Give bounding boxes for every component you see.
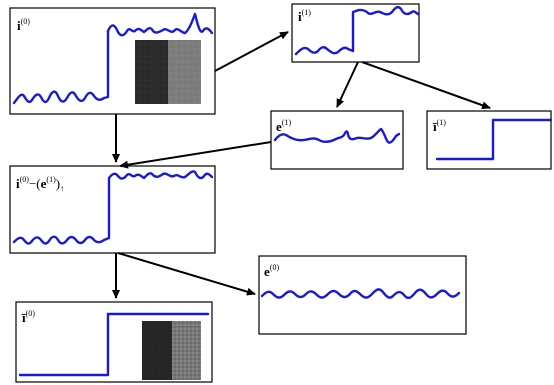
label-e1: e(1) <box>276 118 292 134</box>
label-diff-close: ) <box>55 176 61 191</box>
signal-i1 <box>294 5 420 56</box>
box-e1 <box>270 110 404 170</box>
arrow-i1-to-it1 <box>361 61 491 110</box>
arrow-i1-to-e1 <box>336 61 359 108</box>
label-it0-symbol: ī <box>22 310 26 325</box>
label-diff-symbol-b: e <box>40 176 47 191</box>
label-i0-symbol: i <box>17 18 21 33</box>
arrow-i0-to-i1 <box>214 31 289 72</box>
signal-it0 <box>18 312 210 377</box>
label-diff-sup-a: (0) <box>19 175 29 184</box>
image-patch-top-light <box>168 40 201 104</box>
image-patch-top-dark <box>135 40 168 104</box>
label-i1-symbol: i <box>298 9 302 24</box>
label-it1-sup: (1) <box>436 118 446 127</box>
label-i0-sup: (0) <box>20 17 30 26</box>
label-e1-sup: (1) <box>281 118 292 127</box>
label-diff-sub: ↑ <box>60 184 65 193</box>
signal-e1 <box>273 127 401 144</box>
label-it0: ī(0) <box>22 309 35 325</box>
signal-e0 <box>260 288 461 300</box>
label-diff-operator: −( <box>28 176 41 191</box>
signal-i0 <box>12 12 214 105</box>
box-diff <box>9 165 216 254</box>
label-it1: ī(1) <box>433 118 446 134</box>
box-i1 <box>291 3 420 63</box>
label-diff-sup-b: (1) <box>46 175 56 184</box>
label-it0-sup: (0) <box>25 309 35 318</box>
arrow-diff-to-e0 <box>117 252 256 296</box>
label-diff: i(0)−(e(1))↑ <box>16 176 64 193</box>
label-e0-sup: (0) <box>269 263 280 272</box>
arrow-e1-to-diff <box>119 141 272 169</box>
label-i1-sup: (1) <box>301 8 311 17</box>
image-patch-bottom-light <box>172 321 201 380</box>
label-i0: i(0) <box>17 17 30 33</box>
signal-it1 <box>435 118 553 161</box>
label-it1-symbol: ī <box>433 119 437 134</box>
label-e0: e(0) <box>264 263 280 279</box>
label-diff-symbol-a: i <box>16 176 20 191</box>
signal-diff <box>12 170 214 245</box>
label-e1-symbol: e <box>276 119 282 134</box>
image-patch-bottom-dark <box>142 321 172 380</box>
label-i1: i(1) <box>298 8 311 24</box>
label-e0-symbol: e <box>264 264 270 279</box>
